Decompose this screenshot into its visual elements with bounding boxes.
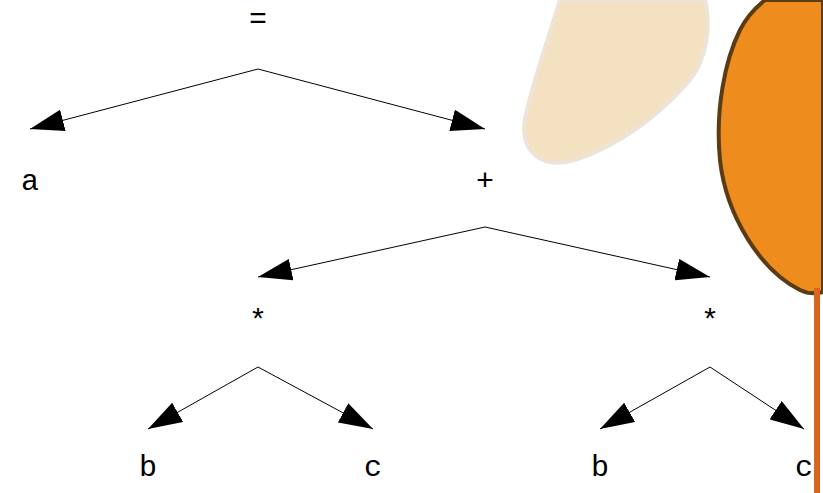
tree-edge <box>148 367 258 429</box>
tree-node: b <box>131 429 165 487</box>
tree-edge <box>30 69 258 129</box>
node-label: = <box>249 5 267 35</box>
node-label: b <box>591 453 609 483</box>
tree-node: b <box>583 429 617 487</box>
orange-blob <box>719 0 823 293</box>
node-label: b <box>139 453 157 483</box>
tree-node: * <box>241 277 275 367</box>
tree-node: * <box>693 277 727 367</box>
node-label: + <box>476 167 494 197</box>
orange-stripe <box>814 288 820 493</box>
tree-edge <box>485 227 710 277</box>
tree-edge <box>258 227 485 277</box>
tree-node: = <box>241 1 275 69</box>
tree-node: a <box>13 129 47 227</box>
node-label: c <box>795 453 813 483</box>
tree-node: c <box>787 429 821 487</box>
node-label: * <box>701 307 719 337</box>
tree-edge <box>258 69 485 129</box>
node-label: c <box>364 453 382 483</box>
tree-edge <box>600 367 710 429</box>
beige-blob <box>524 0 707 163</box>
node-label: * <box>249 307 267 337</box>
tree-node: + <box>468 129 502 227</box>
node-label: a <box>21 167 39 197</box>
tree-edge <box>258 367 373 429</box>
tree-node: c <box>356 429 390 487</box>
tree-edge <box>710 367 804 429</box>
